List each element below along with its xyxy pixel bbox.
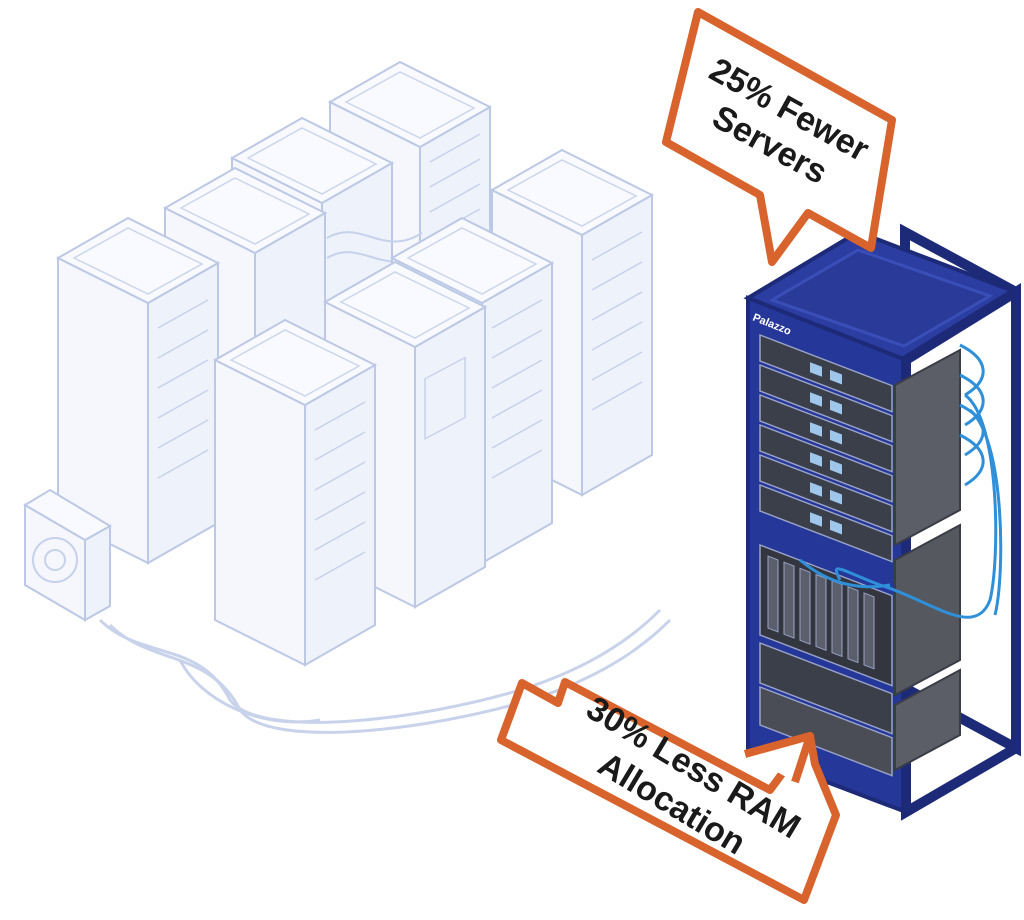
faded-rack-front-2 bbox=[391, 217, 553, 564]
rack-side-units bbox=[894, 348, 961, 772]
faded-floor-cables bbox=[98, 608, 672, 734]
faded-rack-front-1 bbox=[214, 319, 376, 666]
faded-cabinet-center bbox=[324, 261, 486, 608]
rack-blue-cables bbox=[799, 343, 1003, 619]
rack-server-units bbox=[759, 333, 893, 777]
faded-racks-group bbox=[23, 61, 672, 734]
callout-fewer-servers: 25% Fewer Servers bbox=[662, 8, 896, 266]
faded-rack-back-right bbox=[491, 149, 653, 496]
consolidated-server-rack: Palazzo bbox=[743, 223, 1021, 821]
faded-rack-back-left bbox=[57, 217, 219, 564]
faded-cooling-unit bbox=[23, 488, 112, 622]
